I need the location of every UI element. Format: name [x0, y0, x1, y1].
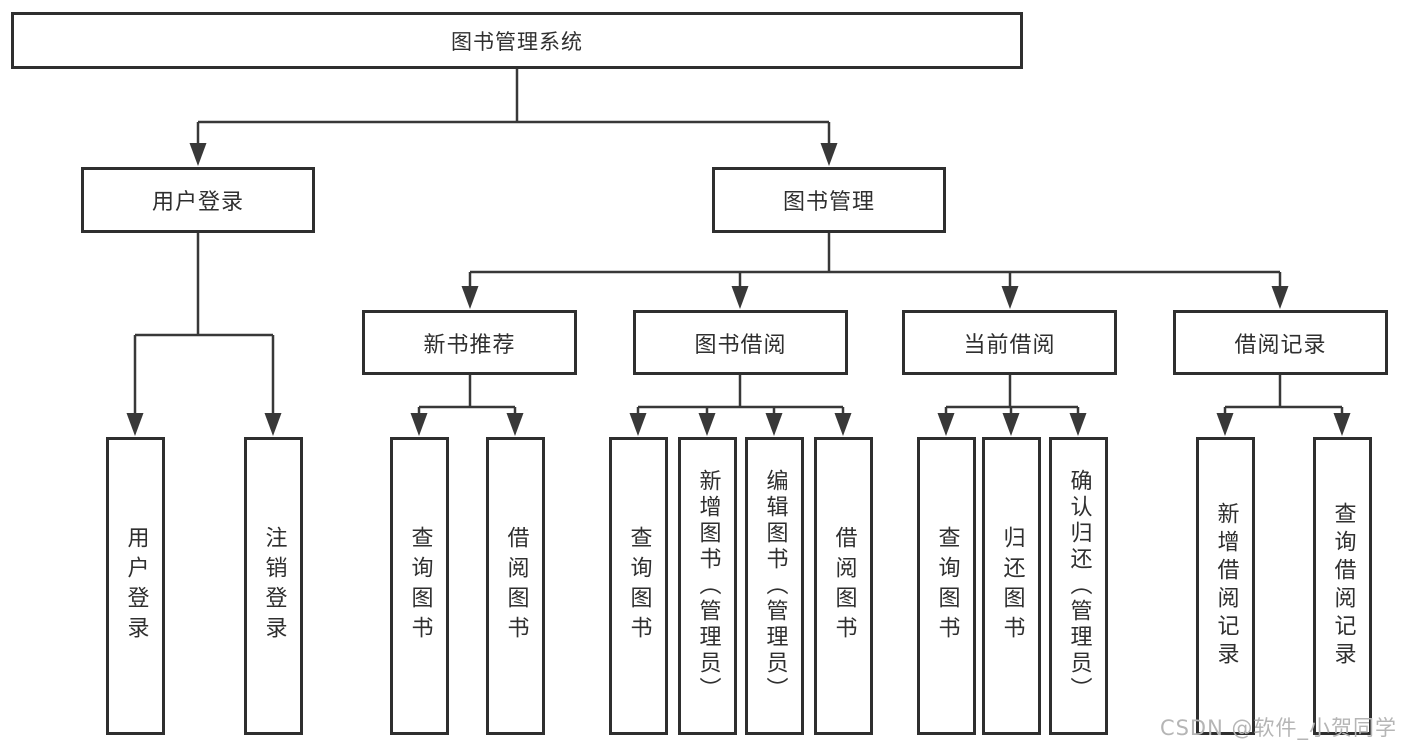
- node-library-system: 图书管理系统: [11, 12, 1023, 69]
- node-library-system-label: 图书管理系统: [451, 29, 583, 54]
- leaf-nb-borrow-books-label: 借阅图书: [503, 526, 529, 646]
- node-current-borrow-label: 当前借阅: [963, 332, 1056, 358]
- node-user-login-label: 用户登录: [151, 190, 244, 215]
- leaf-cb-confirm-return-admin-label: 确认归还（管理员）: [1066, 469, 1092, 703]
- leaf-bb-query-books: 查询图书: [609, 437, 668, 735]
- node-borrow-records: 借阅记录: [1173, 310, 1388, 375]
- leaf-bb-borrow-books-label: 借阅图书: [831, 526, 857, 646]
- node-borrow-records-label: 借阅记录: [1234, 332, 1327, 358]
- leaf-bb-add-books-admin-label: 新增图书（管理员）: [695, 469, 721, 703]
- node-new-book-recommend-label: 新书推荐: [423, 332, 516, 358]
- csdn-watermark: CSDN @软件_小贺同学: [1159, 716, 1397, 740]
- node-book-management: 图书管理: [712, 167, 946, 233]
- leaf-bb-query-books-label: 查询图书: [626, 526, 652, 646]
- leaf-br-add-record: 新增借阅记录: [1196, 437, 1255, 735]
- node-current-borrow: 当前借阅: [902, 310, 1117, 375]
- leaf-cb-return-books-label: 归还图书: [999, 526, 1025, 646]
- leaf-user-login-label: 用户登录: [123, 526, 149, 646]
- node-book-borrow-label: 图书借阅: [694, 332, 787, 358]
- leaf-logout: 注销登录: [244, 437, 303, 735]
- leaf-br-add-record-label: 新增借阅记录: [1213, 502, 1239, 670]
- leaf-cb-return-books: 归还图书: [982, 437, 1041, 735]
- leaf-cb-query-books: 查询图书: [917, 437, 976, 735]
- leaf-cb-confirm-return-admin: 确认归还（管理员）: [1049, 437, 1108, 735]
- leaf-nb-query-books-label: 查询图书: [407, 526, 433, 646]
- leaf-cb-query-books-label: 查询图书: [934, 526, 960, 646]
- node-book-management-label: 图书管理: [782, 190, 875, 215]
- leaf-bb-edit-books-admin-label: 编辑图书（管理员）: [762, 469, 788, 703]
- leaf-bb-edit-books-admin: 编辑图书（管理员）: [745, 437, 804, 735]
- node-book-borrow: 图书借阅: [633, 310, 848, 375]
- leaf-nb-borrow-books: 借阅图书: [486, 437, 545, 735]
- node-new-book-recommend: 新书推荐: [362, 310, 577, 375]
- leaf-logout-label: 注销登录: [261, 526, 287, 646]
- leaf-nb-query-books: 查询图书: [390, 437, 449, 735]
- leaf-br-query-record: 查询借阅记录: [1313, 437, 1372, 735]
- leaf-br-query-record-label: 查询借阅记录: [1330, 502, 1356, 670]
- leaf-bb-borrow-books: 借阅图书: [814, 437, 873, 735]
- leaf-bb-add-books-admin: 新增图书（管理员）: [678, 437, 737, 735]
- node-user-login: 用户登录: [81, 167, 315, 233]
- leaf-user-login: 用户登录: [106, 437, 165, 735]
